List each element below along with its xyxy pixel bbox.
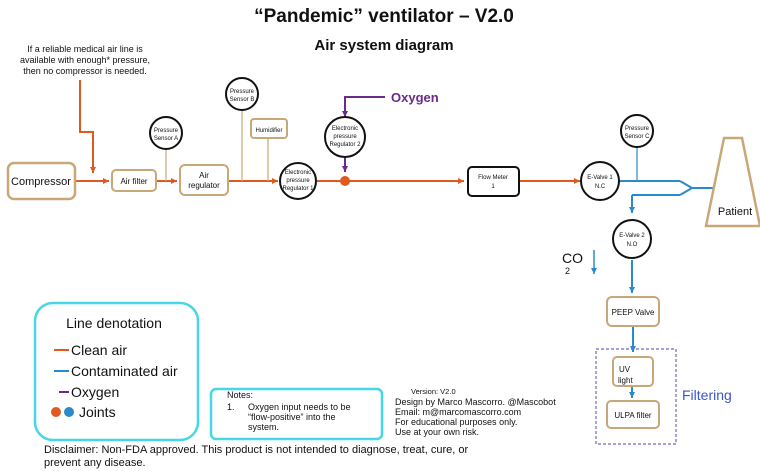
co2-subscript: 2 xyxy=(565,266,570,276)
oxygen-line xyxy=(342,96,385,117)
page-subtitle: Air system diagram xyxy=(314,37,453,54)
credits-block: Version: V2.0 Design by Marco Mascorro. … xyxy=(395,387,556,437)
compressor-box: Compressor xyxy=(6,161,77,201)
humidifier-box: Humidifier xyxy=(250,118,288,139)
valve-label: E-Valve 1 xyxy=(587,175,613,181)
air-regulator-box: Air regulator xyxy=(179,164,229,196)
note-line: then no compressor is needed. xyxy=(23,66,147,76)
legend-joints-label: Joints xyxy=(79,404,116,420)
regulator-label: pressure xyxy=(286,178,310,184)
valve-label: E-Valve 2 xyxy=(619,233,645,239)
flow-meter-label: Flow Meter xyxy=(478,175,508,181)
compressor-label: Compressor xyxy=(11,176,71,188)
regulator-label: Regulator 1 xyxy=(282,186,314,192)
notes-line: system. xyxy=(248,422,279,432)
contaminated-air-line xyxy=(679,180,693,189)
disclaimer-line: prevent any disease. xyxy=(44,457,146,469)
flow-meter-box: Flow Meter 1 xyxy=(467,166,520,197)
legend-blue-joint-icon xyxy=(64,407,74,417)
legend-title: Line denotation xyxy=(66,315,162,331)
sensor-label: Sensor B xyxy=(230,97,255,103)
regulator-label: Electronic xyxy=(285,170,311,176)
design-credit: Design by Marco Mascorro. @Mascobot xyxy=(395,397,556,407)
sensor-label: Sensor A xyxy=(154,136,178,142)
clean-air-joint xyxy=(340,176,350,186)
notes-line: Oxygen input needs to be xyxy=(248,402,351,412)
humidifier-label: Humidifier xyxy=(255,128,282,134)
e-valve-2: E-Valve 2 N.O xyxy=(612,219,652,259)
legend-clean-air-label: Clean air xyxy=(71,342,127,358)
pressure-sensor-a: Pressure Sensor A xyxy=(149,116,183,150)
notes-heading: Notes: xyxy=(227,390,253,400)
air-filter-box: Air filter xyxy=(111,169,157,192)
valve-label: N.O xyxy=(627,242,638,248)
oxygen-label: Oxygen xyxy=(391,90,439,105)
medical-air-note: If a reliable medical air line is availa… xyxy=(20,44,150,76)
disclaimer-line: Disclaimer: Non-FDA approved. This produ… xyxy=(44,444,468,456)
patient-label: Patient xyxy=(718,206,752,218)
legend-oxygen-label: Oxygen xyxy=(71,384,119,400)
uv-label: light xyxy=(618,376,633,385)
notes-line: “flow-positive” into the xyxy=(248,412,336,422)
regulator-label: Electronic xyxy=(332,126,358,132)
contaminated-air-line xyxy=(679,187,693,196)
flow-meter-label: 1 xyxy=(491,184,495,190)
electronic-pressure-regulator-1: Electronic pressure Regulator 1 xyxy=(279,162,317,200)
sensor-label: Pressure xyxy=(625,126,650,132)
education-text: For educational purposes only. xyxy=(395,417,517,427)
notes-number: 1. xyxy=(227,402,235,412)
air-regulator-label: Air xyxy=(199,171,209,180)
ulpa-filter-label: ULPA filter xyxy=(614,411,652,420)
peep-valve-label: PEEP Valve xyxy=(612,308,655,317)
patient-shape: Patient xyxy=(704,136,760,228)
electronic-pressure-regulator-2: Electronic pressure Regulator 2 xyxy=(324,116,366,158)
pressure-sensor-c: Pressure Sensor C xyxy=(620,114,654,148)
page-title: “Pandemic” ventilator – V2.0 xyxy=(254,6,514,27)
ulpa-filter-box: ULPA filter xyxy=(606,400,660,429)
pressure-sensor-b: Pressure Sensor B xyxy=(225,77,259,111)
legend-contaminated-air-label: Contaminated air xyxy=(71,363,178,379)
air-filter-label: Air filter xyxy=(120,177,147,186)
co2-label: CO 2 xyxy=(562,250,583,276)
peep-valve-box: PEEP Valve xyxy=(606,296,660,327)
valve-label: N.C xyxy=(595,184,606,190)
regulator-label: Regulator 2 xyxy=(329,142,361,148)
co2-text: CO xyxy=(562,250,583,266)
uv-label: UV xyxy=(619,365,631,374)
note-line: If a reliable medical air line is xyxy=(27,44,143,54)
sensor-label: Pressure xyxy=(154,128,179,134)
notes-box: Notes: 1. Oxygen input needs to be “flow… xyxy=(209,387,384,441)
email-text: Email: m@marcomascorro.com xyxy=(395,407,521,417)
legend-orange-joint-icon xyxy=(51,407,61,417)
air-regulator-label: regulator xyxy=(188,181,220,190)
filtering-region xyxy=(595,348,677,445)
version-text: Version: V2.0 xyxy=(411,387,456,396)
note-arrow xyxy=(79,80,96,173)
uv-light-box: UV light xyxy=(612,356,654,387)
regulator-label: pressure xyxy=(333,134,357,140)
filtering-label: Filtering xyxy=(682,387,732,403)
risk-text: Use at your own risk. xyxy=(395,427,479,437)
line-denotation-legend: Line denotation Clean air Contaminated a… xyxy=(33,301,200,442)
note-line: available with enough* pressure, xyxy=(20,55,150,65)
e-valve-1: E-Valve 1 N.C xyxy=(580,161,620,201)
sensor-label: Pressure xyxy=(230,89,255,95)
sensor-label: Sensor C xyxy=(624,134,650,140)
